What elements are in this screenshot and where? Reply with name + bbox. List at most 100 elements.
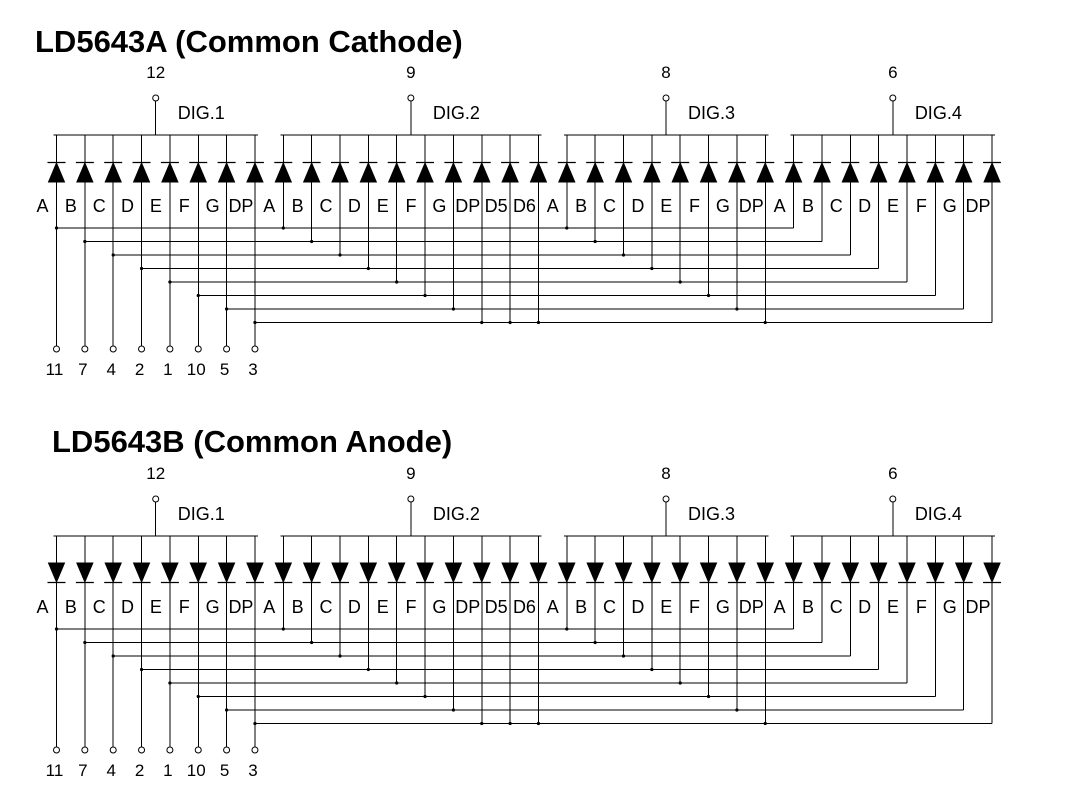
segment-label: E <box>887 597 899 617</box>
junction-dot <box>706 694 711 699</box>
junction-dot <box>310 640 314 645</box>
segment-label: B <box>802 196 814 216</box>
junction-dot <box>508 320 512 325</box>
segment-pin-terminal <box>223 746 231 754</box>
junction-dot <box>480 320 484 325</box>
led-diode <box>558 562 576 584</box>
led-diode <box>643 161 661 183</box>
led-diode <box>104 161 122 183</box>
common-pin-terminal <box>407 495 415 503</box>
segment-pin-number: 4 <box>106 360 115 379</box>
segment-label: D <box>121 597 134 617</box>
led-diode <box>586 161 604 183</box>
segment-label: D6 <box>513 597 536 617</box>
segment-pin-number: 7 <box>78 761 87 780</box>
junction-dot <box>451 307 455 311</box>
led-diode <box>529 562 548 584</box>
segment-label: F <box>406 597 417 617</box>
segment-label: E <box>887 196 899 216</box>
junction-dot <box>423 694 427 699</box>
junction-dot <box>536 320 541 325</box>
segment-label: DP <box>739 597 764 617</box>
junction-dot <box>650 266 654 271</box>
segment-label: B <box>575 196 587 216</box>
led-diode <box>246 161 264 183</box>
segment-label: D <box>348 196 361 216</box>
junction-dot <box>593 640 597 645</box>
led-diode <box>756 161 775 183</box>
common-pin-terminal <box>662 495 670 503</box>
led-diode <box>76 562 94 584</box>
junction-dot <box>508 721 512 726</box>
led-diode <box>189 161 208 183</box>
segment-label: F <box>179 597 190 617</box>
junction-dot <box>366 266 370 271</box>
led-diode <box>161 562 179 584</box>
segment-label: D6 <box>513 196 536 216</box>
segment-label: A <box>774 196 786 216</box>
segment-label: E <box>377 597 389 617</box>
common-pin-number: 6 <box>888 63 897 82</box>
segment-label: DP <box>966 196 991 216</box>
led-diode <box>558 161 576 183</box>
segment-label: C <box>603 196 616 216</box>
junction-dot <box>281 627 285 631</box>
junction-dot <box>565 226 569 230</box>
junction-dot <box>451 708 455 712</box>
segment-label: A <box>547 597 559 617</box>
segment-label: C <box>320 196 333 216</box>
led-diode <box>472 161 491 183</box>
led-diode <box>756 562 775 584</box>
segment-label: DP <box>739 196 764 216</box>
junction-dot <box>763 721 767 726</box>
segment-pin-number: 3 <box>248 360 257 379</box>
segment-label: C <box>603 597 616 617</box>
common-pin-number: 12 <box>146 464 165 483</box>
led-diode <box>699 161 718 183</box>
led-diode <box>132 161 151 183</box>
led-diode <box>983 161 1001 183</box>
junction-dot <box>565 627 569 631</box>
led-diode <box>76 161 94 183</box>
segment-pin-terminal <box>166 746 174 754</box>
segment-pin-number: 3 <box>248 761 257 780</box>
segment-label: F <box>179 196 190 216</box>
led-diode <box>302 562 321 584</box>
segment-label: A <box>547 196 559 216</box>
junction-dot <box>735 708 739 712</box>
segment-label: C <box>830 597 843 617</box>
led-diode <box>359 161 378 183</box>
segment-pin-number: 5 <box>220 360 229 379</box>
led-diode <box>132 562 151 584</box>
segment-pin-number: 1 <box>163 360 172 379</box>
common-pin-terminal <box>889 94 897 102</box>
led-diode <box>926 562 945 584</box>
led-diode <box>926 161 945 183</box>
segment-pin-terminal <box>194 345 202 353</box>
segment-label: B <box>575 597 587 617</box>
led-diode <box>614 161 633 183</box>
common-pin-number: 9 <box>406 464 415 483</box>
segment-pin-number: 2 <box>135 761 144 780</box>
segment-label: B <box>65 196 77 216</box>
segment-pin-terminal <box>166 345 174 353</box>
led-diode <box>728 161 746 183</box>
junction-dot <box>366 667 370 672</box>
segment-label: B <box>802 597 814 617</box>
segment-pin-number: 11 <box>46 761 64 780</box>
junction-dot <box>650 667 654 672</box>
led-diode <box>529 161 548 183</box>
led-diode <box>671 562 689 584</box>
junction-dot <box>678 681 682 685</box>
common-anode-schematic: LD5643B (Common Anode) 12DIG.19DIG.28DIG… <box>36 424 1002 780</box>
led-diode <box>784 161 803 183</box>
led-diode <box>387 161 406 183</box>
segment-label: D <box>121 196 134 216</box>
segment-label: E <box>377 196 389 216</box>
digit-label: DIG.3 <box>688 504 735 524</box>
segment-label: E <box>660 597 672 617</box>
led-diode <box>671 161 689 183</box>
segment-label: DP <box>228 196 253 216</box>
led-diode <box>841 161 860 183</box>
